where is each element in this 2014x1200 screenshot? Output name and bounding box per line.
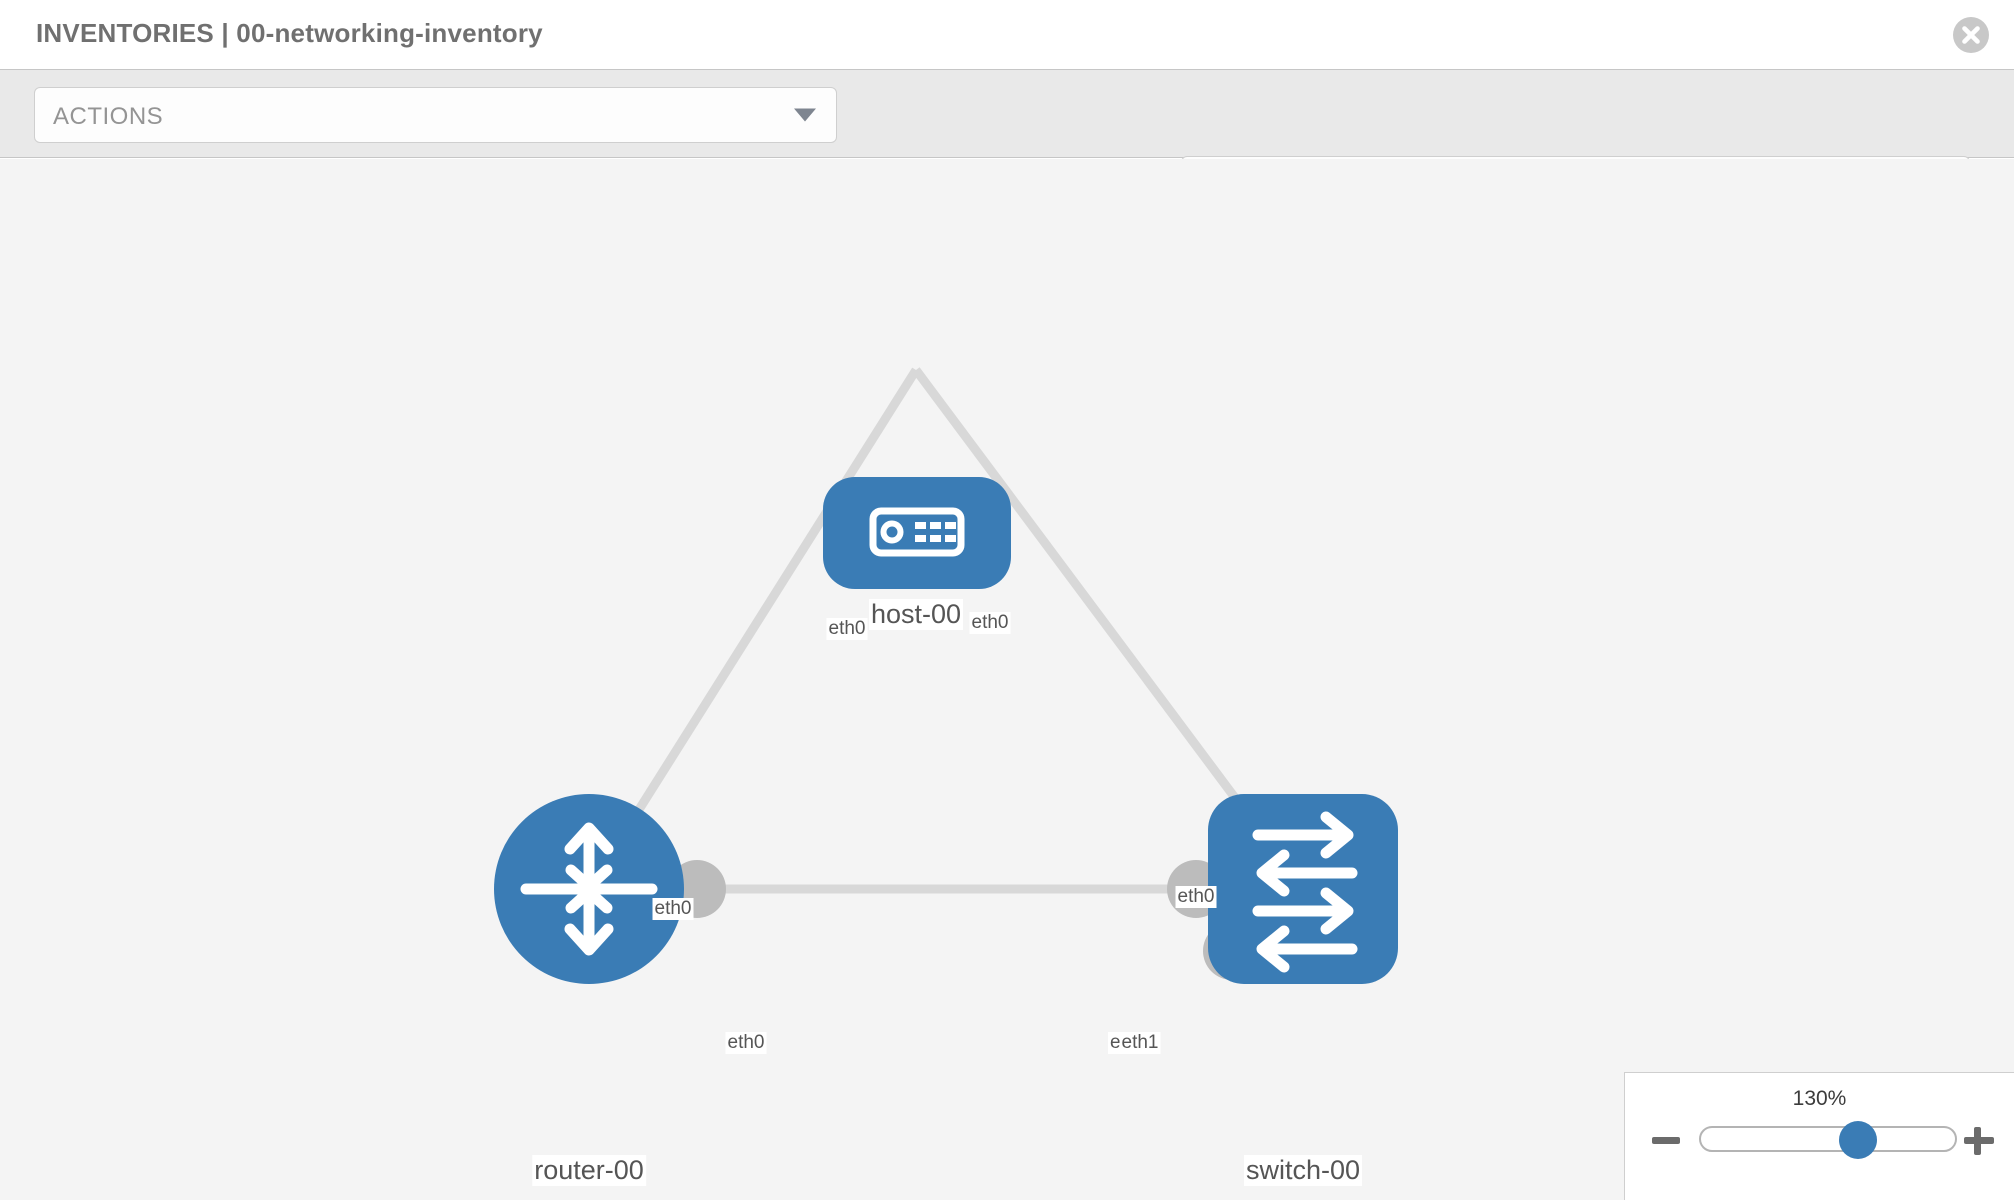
actions-dropdown[interactable]: ACTIONS [34, 87, 837, 143]
interface-label: eth0 [1175, 886, 1217, 908]
router-arrows-icon [520, 822, 658, 956]
actions-dropdown-label: ACTIONS [53, 103, 164, 130]
interface-label: eth0 [969, 612, 1011, 634]
zoom-in-button[interactable] [1962, 1123, 1996, 1157]
interface-label: eth0 [826, 618, 868, 640]
minus-icon [1652, 1137, 1680, 1144]
zoom-level-label: 130% [1792, 1087, 1847, 1110]
node-router-00 [494, 794, 684, 984]
close-icon[interactable] [1953, 17, 1989, 53]
node-label-switch-00: switch-00 [1243, 1155, 1363, 1186]
topology-graph [494, 367, 1398, 984]
switch-arrows-icon [1252, 811, 1358, 973]
zoom-slider[interactable] [1699, 1121, 1957, 1159]
node-label-router-00: router-00 [532, 1155, 646, 1186]
edge-host-router [585, 367, 920, 892]
chevron-down-icon [794, 108, 816, 122]
toolbar: ACTIONS SEARCH [0, 69, 2014, 212]
interface-label: eth0 [725, 1032, 767, 1054]
server-icon [869, 507, 965, 557]
node-switch-00 [1208, 794, 1398, 984]
interface-label: eth0 [652, 898, 694, 920]
zoom-control: 130% [1624, 1072, 2014, 1200]
zoom-out-button[interactable] [1649, 1123, 1683, 1157]
plus-icon-vertical [1974, 1127, 1981, 1155]
topology-canvas[interactable]: eth0 eth0 eth0 eth0 eth0 etl eth1 host-0… [0, 159, 2014, 1200]
window-header: INVENTORIES | 00-networking-inventory [0, 0, 2014, 69]
node-label-host-00: host-00 [868, 599, 964, 630]
node-host-00 [823, 477, 1011, 589]
zoom-slider-handle[interactable] [1839, 1121, 1878, 1159]
interface-label: eth1 [1119, 1032, 1161, 1054]
page-title: INVENTORIES | 00-networking-inventory [36, 18, 543, 48]
